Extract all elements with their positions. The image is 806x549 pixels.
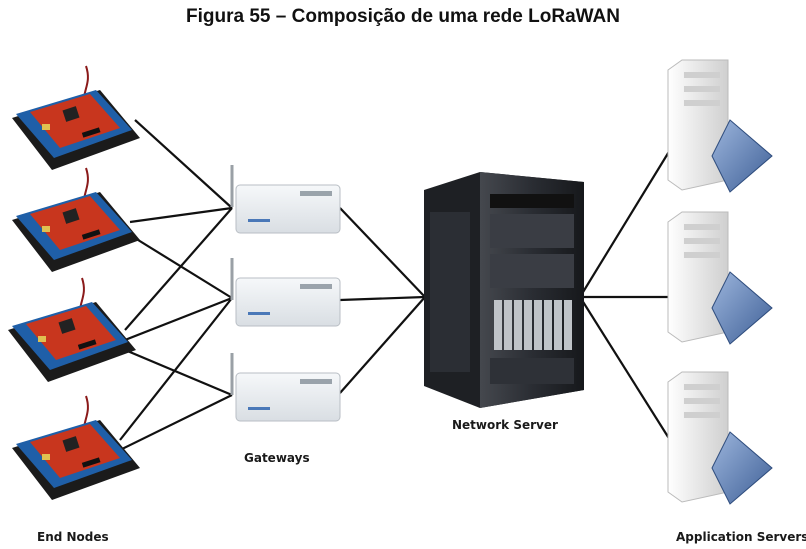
end-node-2 bbox=[12, 167, 140, 272]
figure-title: Figura 55 – Composição de uma rede LoRaW… bbox=[186, 6, 620, 27]
edge-end-node-4-gateway-2 bbox=[119, 297, 233, 441]
edge-network-server-app-server-1 bbox=[579, 149, 671, 298]
gateway-3 bbox=[230, 353, 341, 422]
edge-gateway-1-network-server bbox=[339, 207, 426, 298]
edge-network-server-app-server-3 bbox=[579, 296, 671, 441]
app-badge-icon bbox=[711, 119, 773, 193]
gateways-label: Gateways bbox=[244, 451, 310, 465]
edge-gateway-2-network-server bbox=[339, 295, 426, 302]
app-server-2 bbox=[667, 211, 773, 345]
edge-end-node-2-gateway-1 bbox=[129, 206, 233, 224]
edge-gateway-3-network-server bbox=[339, 296, 426, 394]
network-server bbox=[424, 172, 584, 408]
end-node-4 bbox=[12, 395, 140, 500]
gateway-2 bbox=[230, 258, 341, 327]
end-nodes-label: End Nodes bbox=[37, 530, 109, 544]
edge-end-node-4-gateway-3 bbox=[119, 394, 233, 451]
app-server-1 bbox=[667, 59, 773, 193]
app-badge-icon bbox=[711, 431, 773, 505]
edge-end-node-3-gateway-3 bbox=[124, 348, 233, 397]
network-server-label: Network Server bbox=[452, 418, 558, 432]
end-node-1 bbox=[12, 65, 140, 170]
application-servers-label: Application Servers bbox=[676, 530, 806, 544]
end-node-3 bbox=[8, 277, 136, 382]
edge-end-node-3-gateway-2 bbox=[124, 296, 233, 342]
edge-end-node-1-gateway-1 bbox=[134, 119, 233, 209]
app-badge-icon bbox=[711, 271, 773, 345]
gateway-1 bbox=[230, 165, 341, 234]
connection-lines bbox=[119, 119, 671, 451]
app-server-3 bbox=[667, 371, 773, 505]
edge-end-node-3-gateway-1 bbox=[124, 207, 233, 331]
